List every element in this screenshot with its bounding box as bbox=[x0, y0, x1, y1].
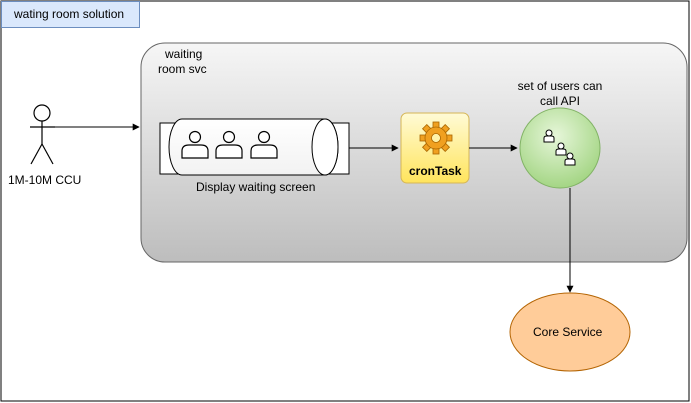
users-icon bbox=[543, 129, 576, 166]
container-label-line1: waiting bbox=[165, 47, 203, 61]
users-pool-label-line2: call API bbox=[539, 94, 581, 108]
container-label-line2: room svc bbox=[158, 62, 207, 76]
users-pool-label-line1: set of users can bbox=[517, 79, 603, 93]
actor-stick-figure[interactable] bbox=[30, 104, 55, 165]
crontask-label: cronTask bbox=[409, 164, 462, 178]
queue-user-icon-2 bbox=[215, 130, 243, 159]
queue-label: Display waiting screen bbox=[196, 180, 316, 194]
actor-label: 1M-10M CCU bbox=[8, 173, 82, 187]
queue-user-icon-1 bbox=[181, 130, 209, 159]
queue-user-icon-3 bbox=[250, 130, 278, 159]
gear-icon bbox=[419, 121, 453, 155]
waiting-queue[interactable] bbox=[159, 118, 350, 176]
diagram-title-tab: wating room solution bbox=[1, 1, 140, 28]
core-service-label: Core Service bbox=[533, 325, 603, 339]
queue-cylinder-end bbox=[311, 118, 339, 176]
core-service-ellipse[interactable] bbox=[509, 292, 631, 372]
